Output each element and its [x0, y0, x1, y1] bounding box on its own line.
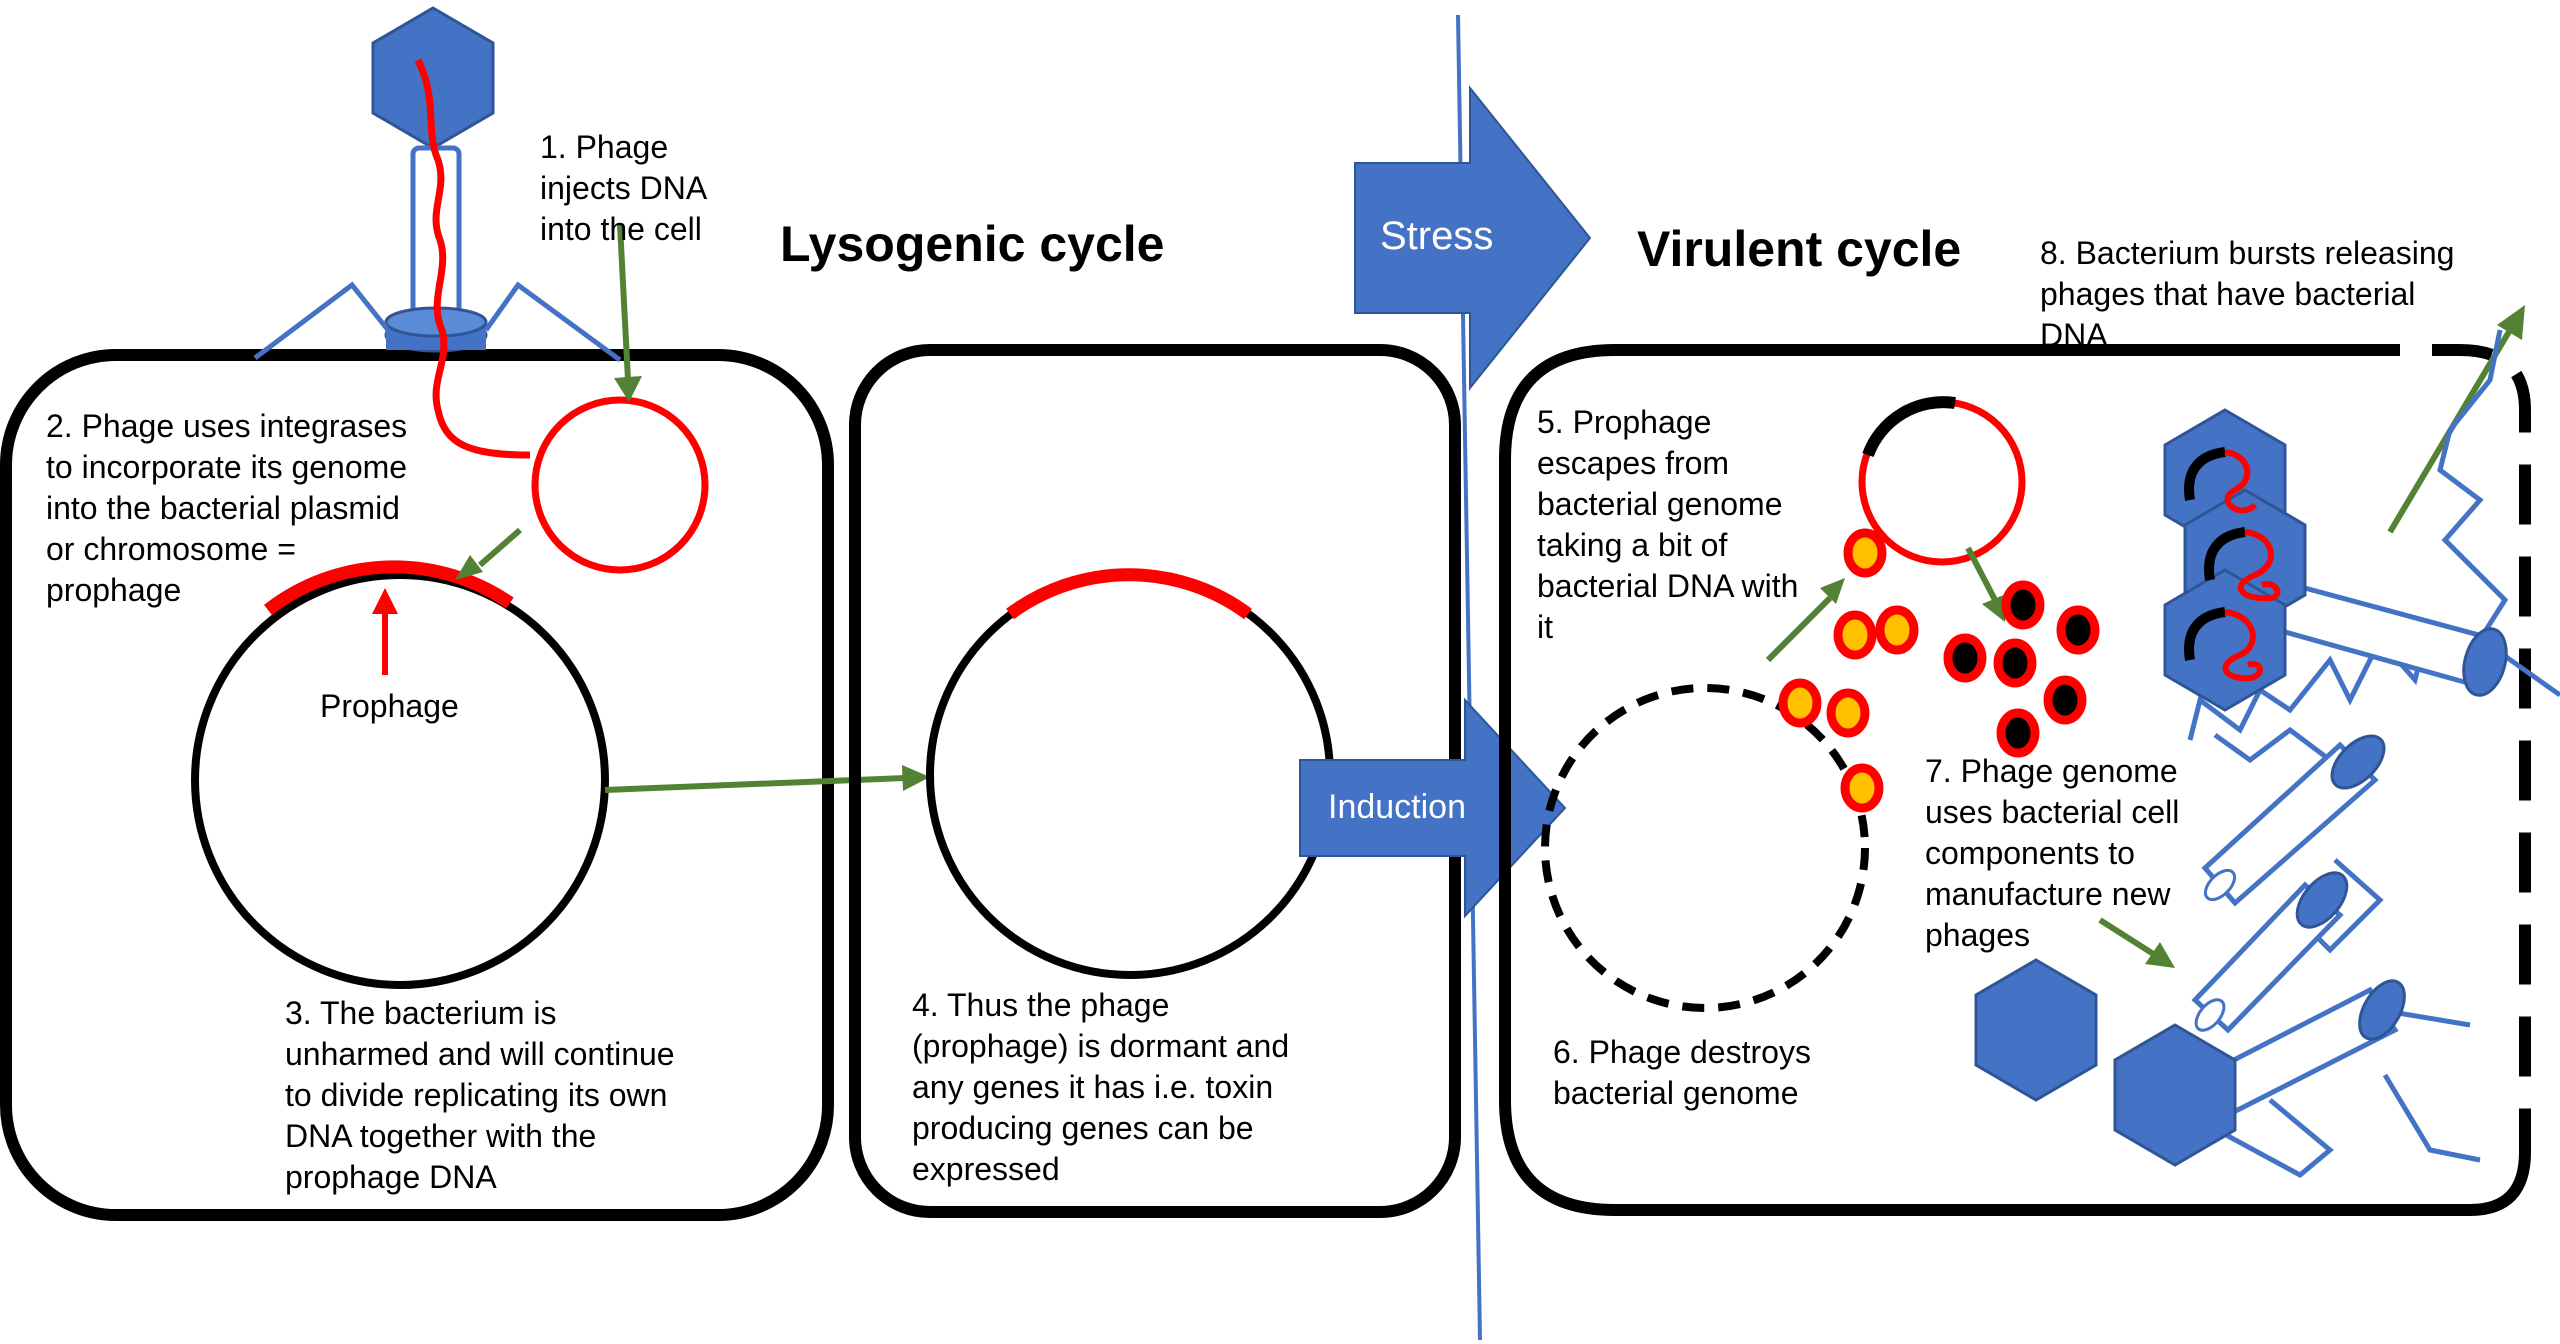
stress-arrow [1354, 85, 1592, 391]
green-arrow-divide [604, 765, 930, 793]
step-1-label: 1. Phage injects DNA into the cell [540, 129, 708, 247]
step-7-label: 7. Phage genome uses bacterial cell comp… [1925, 753, 2180, 953]
injected-dna-circle [531, 396, 709, 574]
phage-leg-left [253, 281, 390, 360]
green-arrow-escape [1765, 578, 1845, 663]
induction-arrow [1299, 697, 1567, 919]
stress-label: Stress [1380, 214, 1494, 258]
lysogenic-cycle-title: Lysogenic cycle [780, 216, 1165, 272]
prophage-label: Prophage [320, 688, 459, 724]
prophage-pointer-arrow [372, 588, 398, 675]
green-arrow-assemble [2098, 917, 2175, 968]
step-2-label: 2. Phage uses integrases to incorporate … [46, 408, 408, 608]
phage-dna-strand [414, 58, 531, 459]
bursting-cell-wall [2340, 344, 2531, 1120]
step-3-label: 3. The bacterium is unharmed and will co… [285, 995, 675, 1195]
bacterial-dna-fragment [1862, 396, 1956, 458]
destroyed-bacterial-genome [1541, 684, 1869, 1012]
phage-head-empty-2 [2113, 1023, 2237, 1167]
step-8-label: 8. Bacterium bursts releasing phages tha… [2040, 235, 2455, 353]
bacterium-cell-3 [1499, 344, 2531, 1216]
phage-head-empty-1 [1974, 958, 2098, 1102]
injecting-phage [253, 6, 622, 459]
prophage-segment-1 [264, 560, 514, 616]
induction-label: Induction [1328, 788, 1466, 826]
step-6-label: 6. Phage destroys bacterial genome [1553, 1034, 1811, 1111]
green-arrow-replicate [1965, 546, 2006, 622]
prophage-segment-2 [1006, 568, 1252, 620]
bacterium-cell-1 [0, 349, 834, 1221]
step-5-label: 5. Prophage escapes from bacterial genom… [1537, 404, 1799, 645]
phage-leg-right [483, 281, 622, 363]
virulent-cycle-title: Virulent cycle [1637, 221, 1962, 277]
bacterial-dna-fragments [1778, 528, 1919, 813]
bacterial-chromosome-2 [926, 571, 1334, 979]
green-arrow-integrate [455, 527, 522, 580]
green-arrow-inject [614, 224, 642, 402]
bacterial-chromosome-1 [191, 571, 609, 989]
step-4-label: 4. Thus the phage (prophage) is dormant … [912, 987, 1290, 1187]
packed-phage-dna [2184, 447, 2281, 682]
phage-dna-copies [1943, 580, 2100, 758]
